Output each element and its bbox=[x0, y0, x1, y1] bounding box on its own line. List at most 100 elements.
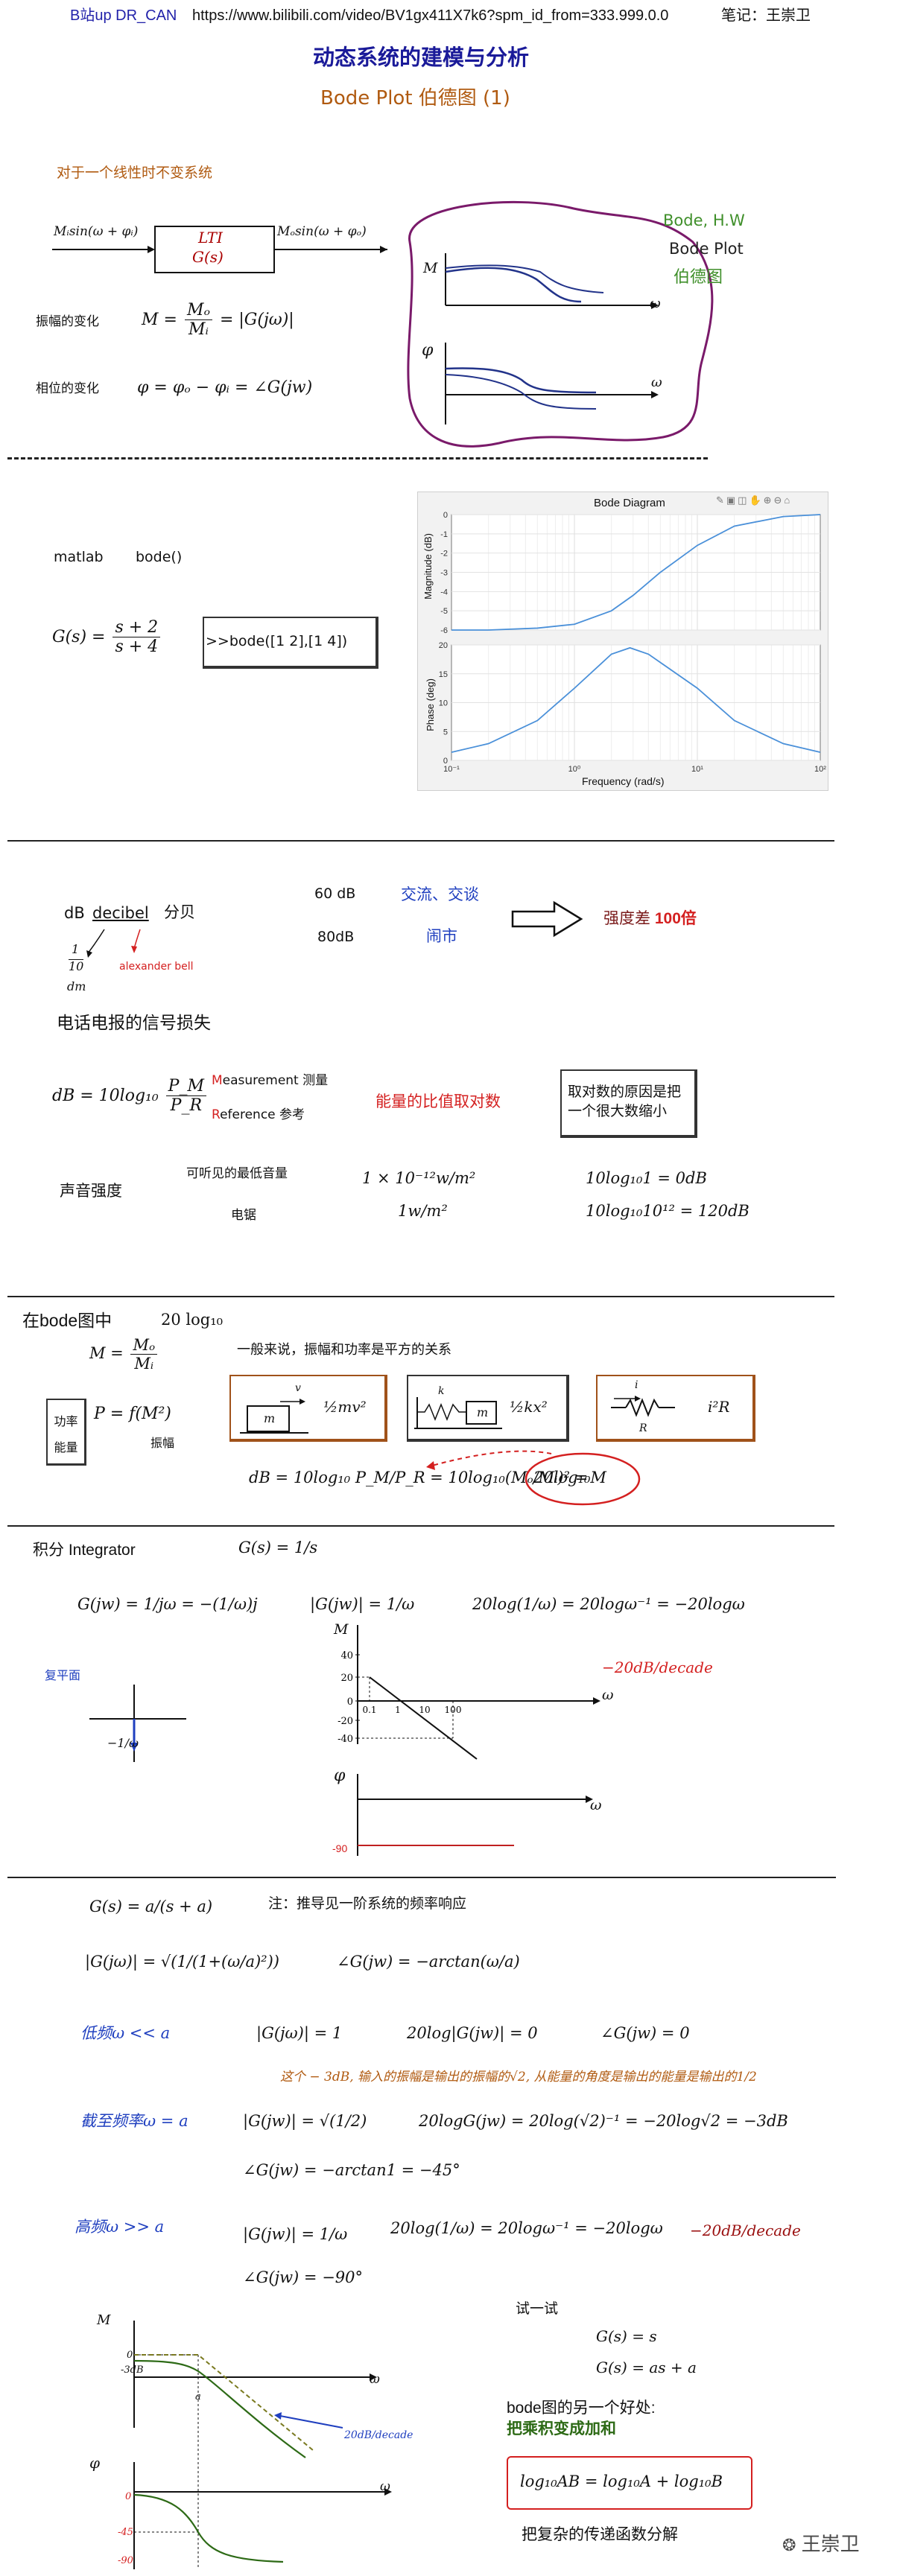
another-benefit: bode图的另一个好处: bbox=[507, 2400, 656, 2417]
result-circle bbox=[426, 1450, 641, 1506]
db-chain-result: 20log₁₀M bbox=[533, 1469, 606, 1486]
box3-formula: i²R bbox=[708, 1398, 730, 1416]
output-signal: Mₒsin(ω + φₒ) bbox=[277, 224, 367, 239]
mag-tick-label: 0 bbox=[347, 1696, 353, 1708]
page-subtitle: Bode Plot 伯德图 (1) bbox=[320, 87, 510, 109]
input-signal: Mᵢsin(ω + φᵢ) bbox=[54, 224, 139, 239]
fo-slope-pointer bbox=[279, 2415, 343, 2429]
amplitude-label: 振幅 bbox=[150, 1437, 175, 1450]
phase-tick-label: 20 bbox=[439, 641, 448, 650]
log-reason-box: 取对数的原因是把一个很大数缩小 bbox=[560, 1069, 697, 1138]
first-order-bode-sketch bbox=[133, 2321, 392, 2569]
cutoff-label: 截至频率ω = a bbox=[80, 2112, 188, 2130]
magnitude-tick-label: -4 bbox=[440, 588, 448, 597]
page-title: 动态系统的建模与分析 bbox=[313, 46, 530, 70]
low-db: 20log|G(jw)| = 0 bbox=[407, 2024, 538, 2042]
magnitude-tick-label: -3 bbox=[440, 569, 448, 578]
phase-x-arrow bbox=[586, 1796, 593, 1803]
try-1: G(s) = s bbox=[596, 2327, 657, 2345]
mag-tick-label: 40 bbox=[340, 1650, 353, 1661]
resistor-sketch bbox=[611, 1396, 675, 1417]
fo-mag-curve bbox=[133, 2359, 306, 2458]
fo-slope-arrowhead bbox=[274, 2412, 282, 2420]
fo-mag-x-arrow bbox=[370, 2373, 377, 2381]
fo-m-label: M bbox=[97, 2312, 111, 2328]
integrator-gjw: G(jw) = 1/jω = −(1/ω)j bbox=[77, 1595, 258, 1613]
lti-intro: 对于一个线性时不变系统 bbox=[57, 165, 213, 181]
cutoff-phase: ∠G(jw) = −arctan1 = −45° bbox=[243, 2161, 460, 2179]
bode-sketch bbox=[407, 200, 714, 448]
audible-label: 可听见的最低音量 bbox=[186, 1166, 288, 1180]
saw-label: 电锯 bbox=[231, 1208, 256, 1222]
high-slope: −20dB/decade bbox=[690, 2222, 801, 2239]
box1-v: v bbox=[295, 1382, 301, 1394]
phase-formula: φ = φₒ − φᵢ = ∠G(jw) bbox=[137, 378, 313, 397]
phase-tick-label: 5 bbox=[443, 728, 448, 737]
decompose-label: 把复杂的传递函数分解 bbox=[522, 2526, 678, 2543]
telegraph-label: 电话电报的信号损失 bbox=[57, 1013, 211, 1032]
audible-value: 1 × 10⁻¹²w/m² bbox=[362, 1169, 476, 1187]
frequency-tick-label: 10⁻¹ bbox=[443, 765, 460, 774]
fo-phase-tick-45: -45 bbox=[118, 2527, 133, 2538]
box2-mass: m bbox=[477, 1405, 489, 1419]
tenth-den: 10 bbox=[69, 959, 84, 973]
fo-a-label: a bbox=[195, 2391, 201, 2402]
box2-k: k bbox=[438, 1385, 445, 1397]
ratio-note: 能量的比值取对数 bbox=[375, 1093, 501, 1110]
low-freq-label: 低频ω << a bbox=[80, 2024, 171, 2042]
saw-value: 1w/m² bbox=[398, 1202, 448, 1220]
note-author: 笔记：王崇卫 bbox=[721, 7, 811, 24]
video-url[interactable]: https://www.bilibili.com/video/BV1gx411X… bbox=[192, 7, 669, 24]
bode-name-1: Bode, H.W bbox=[663, 212, 745, 229]
naoshi-label: 闹市 bbox=[426, 928, 457, 945]
fo-w-label-2: ω bbox=[380, 2479, 390, 2494]
fo-3db-label: -3dB bbox=[121, 2364, 144, 2376]
minus3db-note: 这个 − 3dB, 输入的振幅是输出的振幅的√2, 从能量的角度是输出的能量是输… bbox=[280, 2070, 757, 2084]
integrator-gs: G(s) = 1/s bbox=[238, 1539, 318, 1556]
sixty-db: 60 dB bbox=[314, 885, 356, 902]
power-formula: P = f(M²) bbox=[94, 1405, 171, 1423]
box1-mass: m bbox=[264, 1411, 276, 1425]
sketch-w-label-2: ω bbox=[651, 375, 662, 390]
big-arrow bbox=[511, 900, 583, 938]
first-order-gs: G(s) = a/(s + a) bbox=[89, 1898, 213, 1915]
bode-fn-label: bode() bbox=[136, 549, 183, 565]
bode-name-2: Bode Plot bbox=[669, 240, 744, 258]
try-2: G(s) = as + a bbox=[596, 2359, 697, 2376]
cutoff-mag: |G(jw)| = √(1/2) bbox=[243, 2112, 367, 2130]
twenty-log: 20 log₁₀ bbox=[161, 1311, 224, 1329]
section-divider-5 bbox=[7, 1877, 836, 1878]
fo-phase-curve bbox=[133, 2493, 284, 2563]
cutoff-db: 20logG(jw) = 20log(√2)⁻¹ = −20log√2 = −3… bbox=[419, 2112, 788, 2130]
log-rule-box: log₁₀AB = log₁₀A + log₁₀B bbox=[507, 2456, 752, 2510]
decibel-arrows bbox=[86, 929, 141, 958]
integrator-log: 20log(1/ω) = 20logω⁻¹ = −20logω bbox=[472, 1595, 745, 1613]
integrator-phase-val: -90 bbox=[332, 1842, 348, 1854]
mag-tick-label: -40 bbox=[338, 1734, 353, 1745]
saw-db: 10log₁₀10¹² = 120dB bbox=[586, 1202, 750, 1220]
high-freq-label: 高频ω >> a bbox=[75, 2218, 165, 2236]
magnitude-tick-label: 0 bbox=[443, 511, 448, 520]
measurement-label: Measurement 测量 bbox=[212, 1073, 329, 1088]
fo-w-label-1: ω bbox=[370, 2372, 380, 2387]
power-energy-box: 功率 能量 bbox=[46, 1399, 86, 1466]
spring-energy-box: k m ½kx² bbox=[407, 1375, 569, 1442]
box3-r: R bbox=[639, 1422, 647, 1434]
matlab-command-box: >>bode([1 2],[1 4]) bbox=[203, 617, 378, 669]
magnitude-tick-label: -1 bbox=[440, 530, 448, 539]
section-divider-3 bbox=[7, 1296, 834, 1297]
sketch-w-label-1: ω bbox=[650, 296, 661, 311]
sketch-m-label: M bbox=[423, 260, 438, 276]
magnitude-tick-label: -5 bbox=[440, 607, 448, 616]
spring-sketch bbox=[414, 1397, 502, 1429]
fo-phi-label: φ bbox=[89, 2454, 101, 2472]
phase-line bbox=[451, 646, 821, 754]
fo-phase-tick-90: -90 bbox=[118, 2555, 133, 2566]
integrator-mag-line bbox=[369, 1676, 478, 1760]
integrator-phi-axis: φ bbox=[334, 1766, 346, 1785]
in-bode-label: 在bode图中 bbox=[22, 1311, 112, 1330]
